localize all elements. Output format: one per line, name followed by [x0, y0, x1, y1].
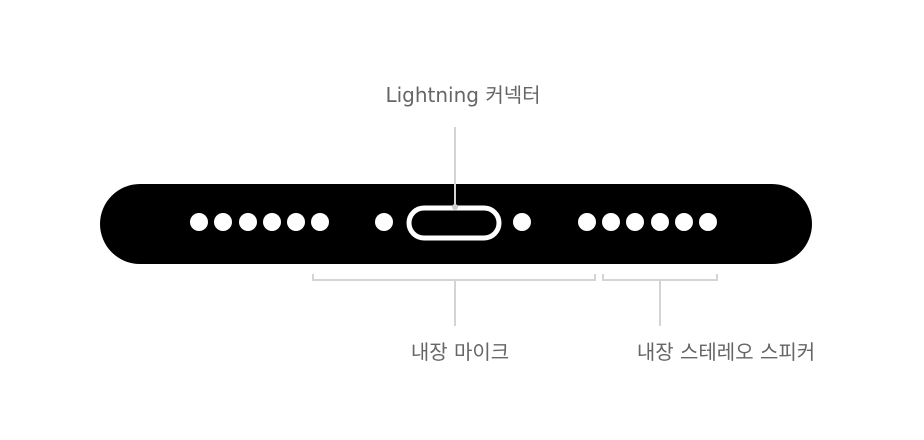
grille-hole	[602, 213, 620, 231]
grille-hole	[578, 213, 596, 231]
speaker-bracket	[602, 274, 718, 281]
left-speaker-grille	[190, 213, 329, 231]
mic-hole-left	[375, 213, 393, 231]
grille-hole	[699, 213, 717, 231]
grille-hole	[190, 213, 208, 231]
grille-hole	[626, 213, 644, 231]
connector-label: Lightning 커넥터	[385, 83, 541, 107]
phone-bottom-edge	[100, 184, 812, 264]
speaker-label: 내장 스테레오 스피커	[636, 340, 816, 364]
grille-hole	[239, 213, 257, 231]
grille-hole	[311, 213, 329, 231]
mic-hole-right	[513, 213, 531, 231]
grille-hole	[263, 213, 281, 231]
grille-hole	[287, 213, 305, 231]
grille-hole	[651, 213, 669, 231]
right-speaker-grille	[578, 213, 717, 231]
mic-label: 내장 마이크	[410, 340, 510, 364]
connector-callout-dot	[452, 204, 458, 210]
grille-hole	[214, 213, 232, 231]
grille-hole	[675, 213, 693, 231]
mic-bracket	[312, 274, 596, 281]
